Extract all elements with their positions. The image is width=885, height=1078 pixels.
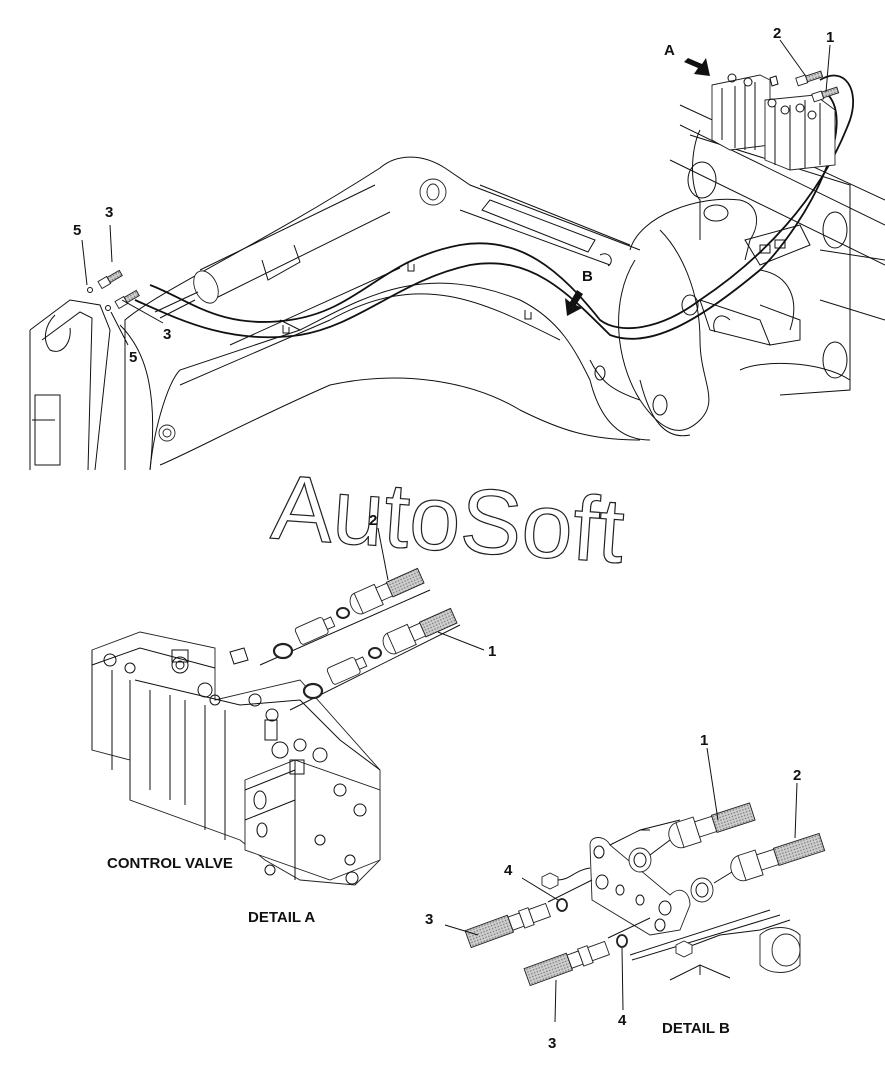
callout-overview-5a: 5 [73,222,81,239]
callout-detail-b-3a: 3 [425,911,433,928]
overview-hose-fittings-left [81,224,164,346]
detail-b-bulkhead-fittings [444,747,826,1023]
detail-a-ref-label: A [664,42,675,59]
callout-overview-3b: 3 [163,326,171,343]
callout-overview-5b: 5 [129,349,137,366]
callout-detail-b-3b: 3 [548,1035,556,1052]
overview-hose-fittings-top [779,39,840,103]
callout-overview-1: 1 [826,29,834,46]
callout-detail-b-1: 1 [700,732,708,749]
callout-detail-b-4b: 4 [618,1012,627,1029]
arm-end-bracket [29,299,111,471]
boom-cylinder [154,184,391,319]
detail-a-caption: DETAIL A [248,909,315,926]
callout-detail-a-2: 2 [369,512,377,529]
detail-a-exploded-fittings [259,527,485,711]
callout-detail-a-1: 1 [488,643,496,660]
control-valve-label: CONTROL VALVE [107,855,233,872]
callout-overview-3a: 3 [105,204,113,221]
arm-cylinder [459,184,631,267]
watermark-text: AutoSoft [268,456,627,582]
detail-b-caption: DETAIL B [662,1020,730,1037]
boom-overview [29,74,855,471]
callout-detail-b-4a: 4 [504,862,513,879]
detail-b-arrow-icon [565,290,583,316]
detail-a-arrow-icon [684,58,710,76]
swing-frame [589,104,885,437]
callout-overview-2: 2 [773,25,781,42]
detail-b-ref-label: B [582,268,593,285]
callout-detail-b-2: 2 [793,767,801,784]
control-valve-overview [711,73,836,171]
